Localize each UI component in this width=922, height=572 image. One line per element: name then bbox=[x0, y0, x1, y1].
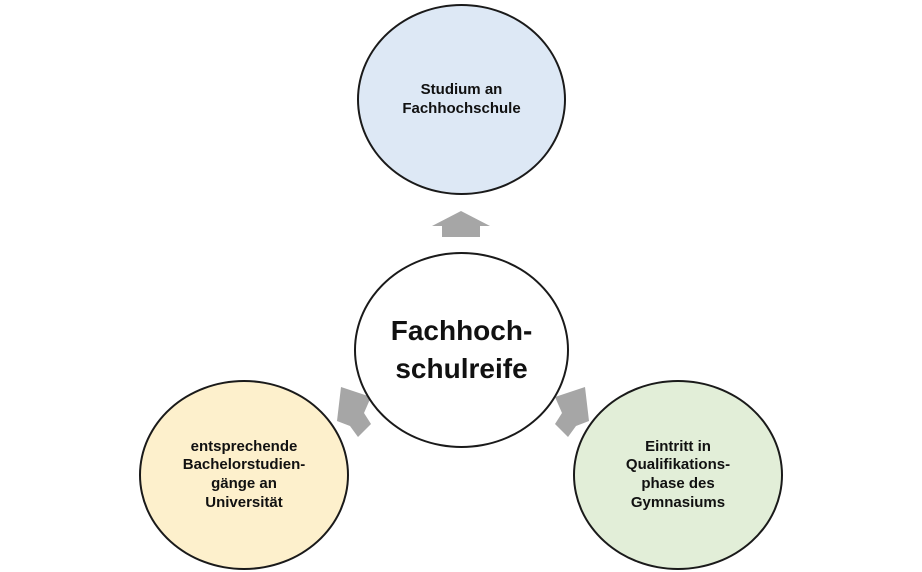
outcome-label-gymnasium: Eintritt in Qualifikations- phase des Gy… bbox=[625, 437, 731, 511]
outcome-node-gymnasium: Eintritt in Qualifikations- phase des Gy… bbox=[573, 380, 783, 570]
outcome-label-fachhochschule: Studium an Fachhochschule bbox=[402, 80, 521, 117]
arrow-to-right bbox=[555, 387, 589, 437]
outcome-node-universitaet: entsprechende Bachelorstudien- gänge an … bbox=[139, 380, 349, 570]
outcome-node-fachhochschule: Studium an Fachhochschule bbox=[357, 4, 566, 195]
outcome-label-universitaet: entsprechende Bachelorstudien- gänge an … bbox=[182, 437, 306, 511]
center-label: Fachhoch- schulreife bbox=[390, 315, 533, 384]
arrow-to-top bbox=[432, 211, 490, 237]
arrow-to-left bbox=[337, 387, 371, 437]
center-node-fachhochschulreife: Fachhoch- schulreife bbox=[354, 252, 569, 448]
